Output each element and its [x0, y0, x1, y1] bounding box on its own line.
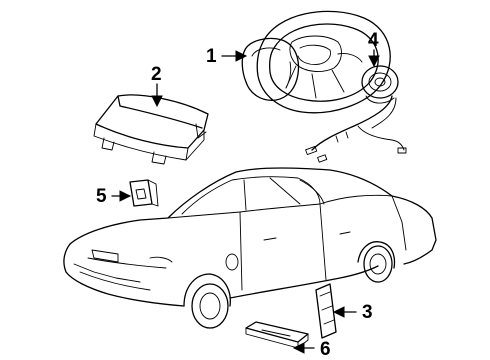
callout-6: 6 [292, 339, 331, 360]
steering-wheel [256, 10, 391, 114]
passenger-airbag-module [93, 94, 209, 165]
vehicle-body [63, 167, 437, 307]
callout-1: 1 [206, 46, 248, 67]
callout-4: 4 [368, 30, 380, 68]
callout-3: 3 [332, 302, 373, 323]
callout-2-number: 2 [151, 64, 162, 85]
callout-5-number: 5 [96, 186, 107, 207]
callout-3-number: 3 [362, 302, 373, 323]
callout-1-number: 1 [206, 46, 217, 67]
front-wheel [183, 273, 231, 329]
side-airbag-module [315, 283, 337, 339]
callout-5: 5 [96, 186, 132, 207]
wiring-harness [305, 95, 407, 163]
callout-6-number: 6 [320, 339, 331, 360]
driver-airbag-module [241, 37, 300, 101]
knee-airbag-module [245, 321, 309, 349]
callout-2: 2 [151, 64, 163, 108]
impact-sensor [129, 179, 159, 207]
callout-4-number: 4 [368, 30, 379, 51]
rear-wheel [357, 241, 396, 283]
